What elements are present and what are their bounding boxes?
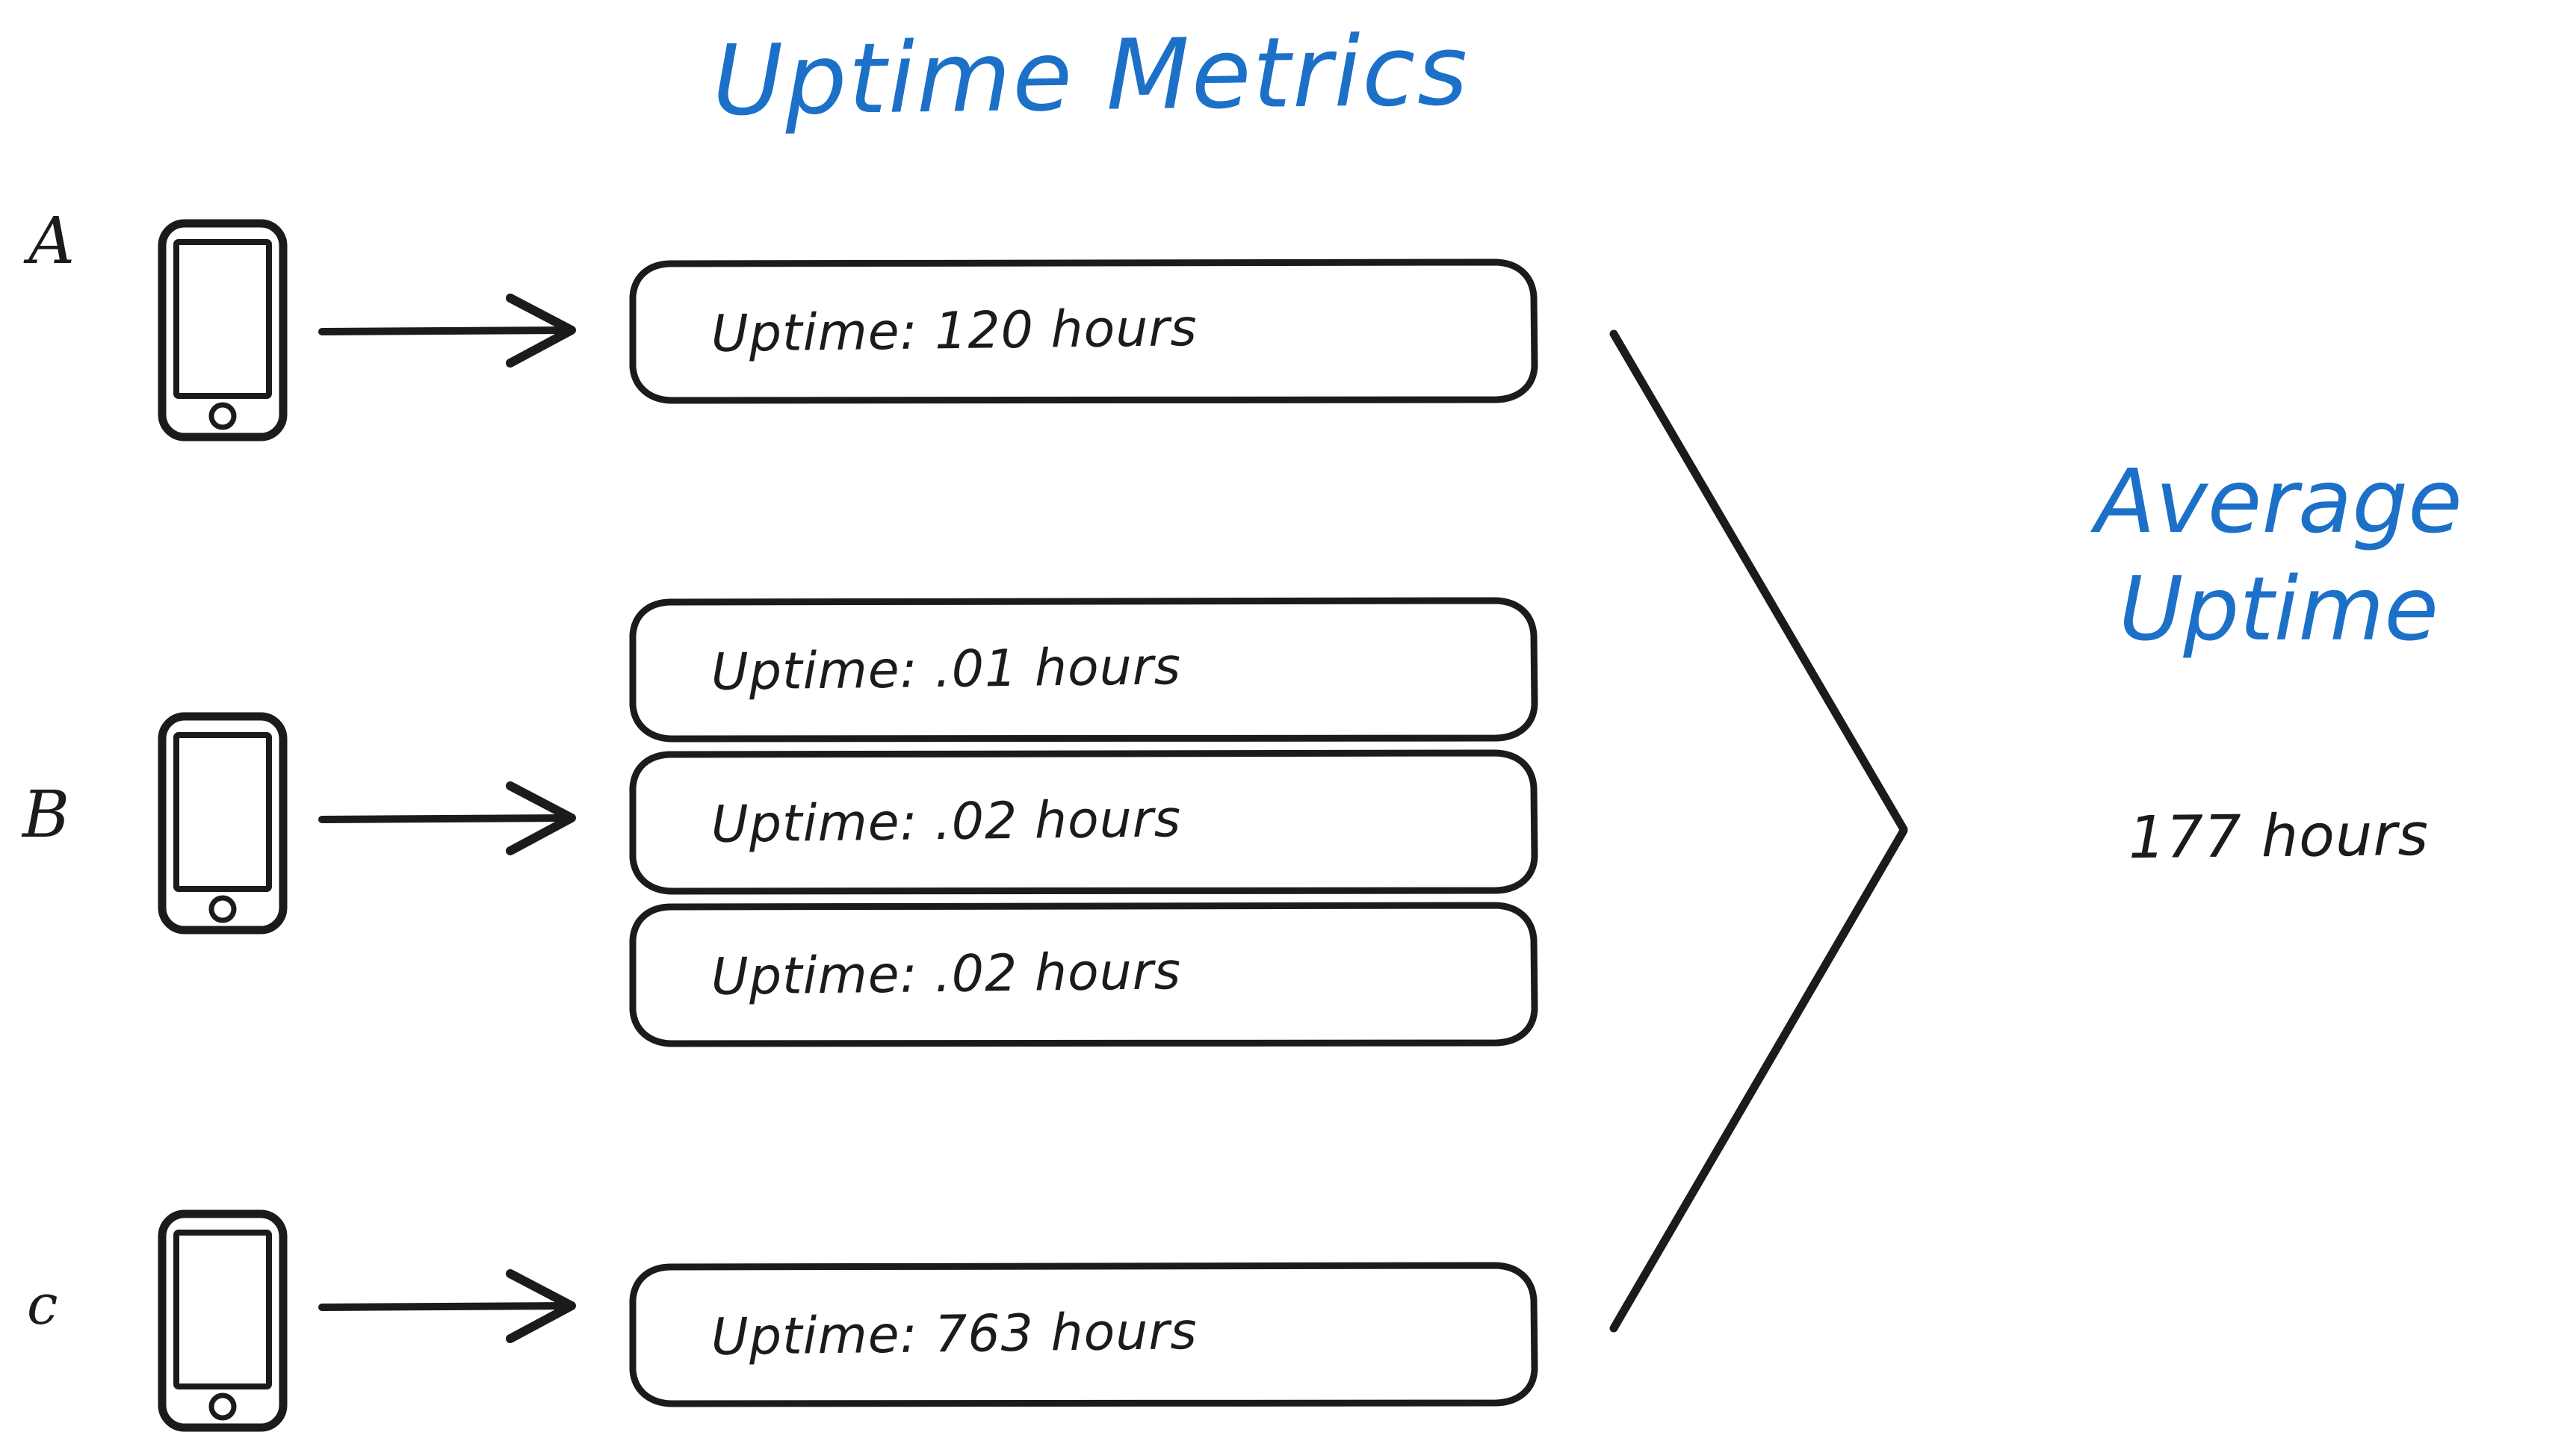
summary-title-line1: Average — [2095, 450, 2462, 553]
uptime-box[interactable]: Uptime: .01 hours — [628, 596, 1539, 743]
mobile-phone-icon — [155, 711, 290, 935]
uptime-box-label: Uptime: .02 hours — [710, 941, 1182, 1007]
summary-title: Average Uptime — [1987, 448, 2570, 663]
uptime-box-label: Uptime: 120 hours — [710, 298, 1198, 364]
uptime-box[interactable]: Uptime: 763 hours — [628, 1261, 1539, 1407]
uptime-box[interactable]: Uptime: .02 hours — [628, 749, 1539, 895]
page-title: Uptime Metrics — [711, 13, 1470, 138]
arrow-right-icon — [318, 285, 594, 375]
arrow-right-icon — [318, 1261, 594, 1351]
uptime-box[interactable]: Uptime: .02 hours — [628, 901, 1539, 1047]
box-frame — [628, 258, 1539, 404]
uptime-box-label: Uptime: .02 hours — [710, 789, 1182, 855]
uptime-box-label: Uptime: 763 hours — [710, 1301, 1198, 1367]
box-frame — [628, 749, 1539, 895]
mobile-phone-icon — [155, 218, 290, 442]
summary-value: 177 hours — [2128, 801, 2430, 873]
box-frame — [628, 1261, 1539, 1407]
row-label-a: A — [28, 204, 75, 279]
mobile-phone-icon — [155, 1209, 290, 1433]
row-label-c: c — [27, 1273, 58, 1337]
converging-lines-icon — [1584, 299, 1957, 1382]
row-label-b: B — [22, 778, 70, 852]
uptime-box-label: Uptime: .01 hours — [710, 636, 1182, 702]
arrow-right-icon — [318, 773, 594, 863]
uptime-box[interactable]: Uptime: 120 hours — [628, 258, 1539, 404]
summary-title-line2: Uptime — [2119, 557, 2439, 660]
box-frame — [628, 901, 1539, 1047]
box-frame — [628, 596, 1539, 743]
